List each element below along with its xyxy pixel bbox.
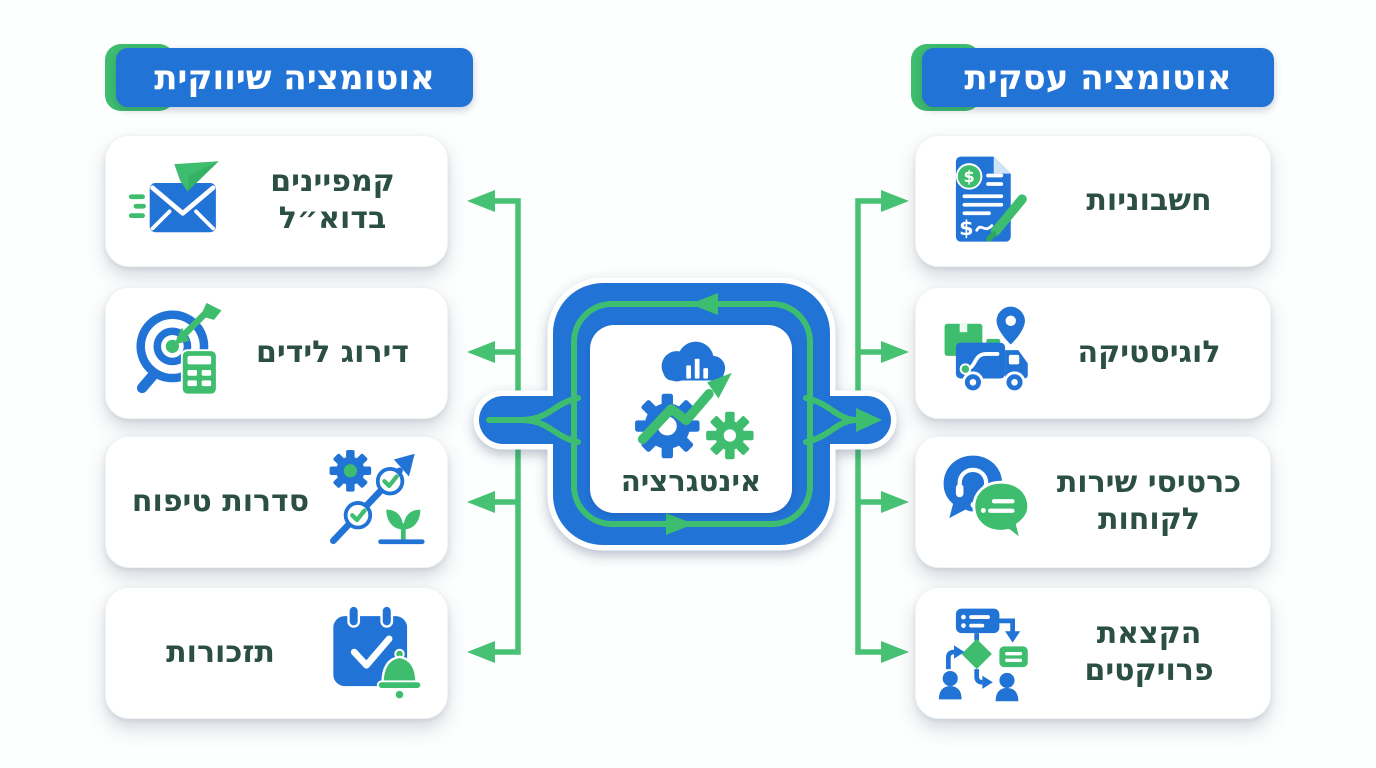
card-lead-scoring: דירוג לידים	[105, 287, 448, 419]
nurture-sequence-icon	[321, 449, 427, 555]
header-marketing-label: אוטומציה שיווקית	[154, 57, 435, 98]
card-label: חשבוניות	[1086, 182, 1212, 218]
header-marketing-automation: אוטומציה שיווקית	[105, 44, 473, 111]
header-business-label: אוטומציה עסקית	[964, 57, 1232, 98]
card-label: כרטיסי שירות לקוחות	[1056, 465, 1242, 537]
card-label: קמפיינים בדוא״ל	[270, 164, 395, 236]
card-customer-service-tickets: כרטיסי שירות לקוחות	[915, 436, 1271, 568]
left-arrowheads	[467, 190, 495, 663]
lead-scoring-icon	[126, 300, 232, 406]
right-arrowheads	[881, 190, 909, 663]
email-campaign-icon	[126, 148, 232, 254]
card-logistics: לוגיסטיקה	[915, 287, 1271, 419]
card-label: דירוג לידים	[255, 334, 410, 370]
logistics-icon	[936, 300, 1042, 406]
card-label: הקצאת פרויקטים	[1084, 616, 1214, 688]
svg-text:$: $	[964, 167, 975, 186]
card-invoices: $ $ חשבוניות	[915, 135, 1271, 267]
integration-label: אינטגרציה	[620, 464, 762, 498]
invoices-icon: $ $	[936, 148, 1042, 254]
card-label: סדרות טיפוח	[131, 483, 310, 519]
integration-hub: אינטגרציה	[590, 325, 792, 513]
card-reminders: תזכורות	[105, 587, 448, 719]
card-label: תזכורות	[166, 634, 275, 670]
svg-text:$: $	[959, 216, 973, 240]
customer-service-icon	[936, 449, 1042, 555]
card-nurture-sequences: סדרות טיפוח	[105, 436, 448, 568]
header-business-automation: אוטומציה עסקית	[911, 44, 1274, 111]
card-project-assignment: הקצאת פרויקטים	[915, 587, 1271, 719]
reminders-icon	[321, 600, 427, 706]
card-label: לוגיסטיקה	[1077, 334, 1221, 370]
header-blue-face: אוטומציה שיווקית	[116, 48, 473, 107]
cloud-analytics-gears-icon	[635, 341, 754, 460]
header-blue-face: אוטומציה עסקית	[922, 48, 1274, 107]
project-assignment-icon	[936, 600, 1042, 706]
card-email-campaigns: קמפיינים בדוא״ל	[105, 135, 448, 267]
